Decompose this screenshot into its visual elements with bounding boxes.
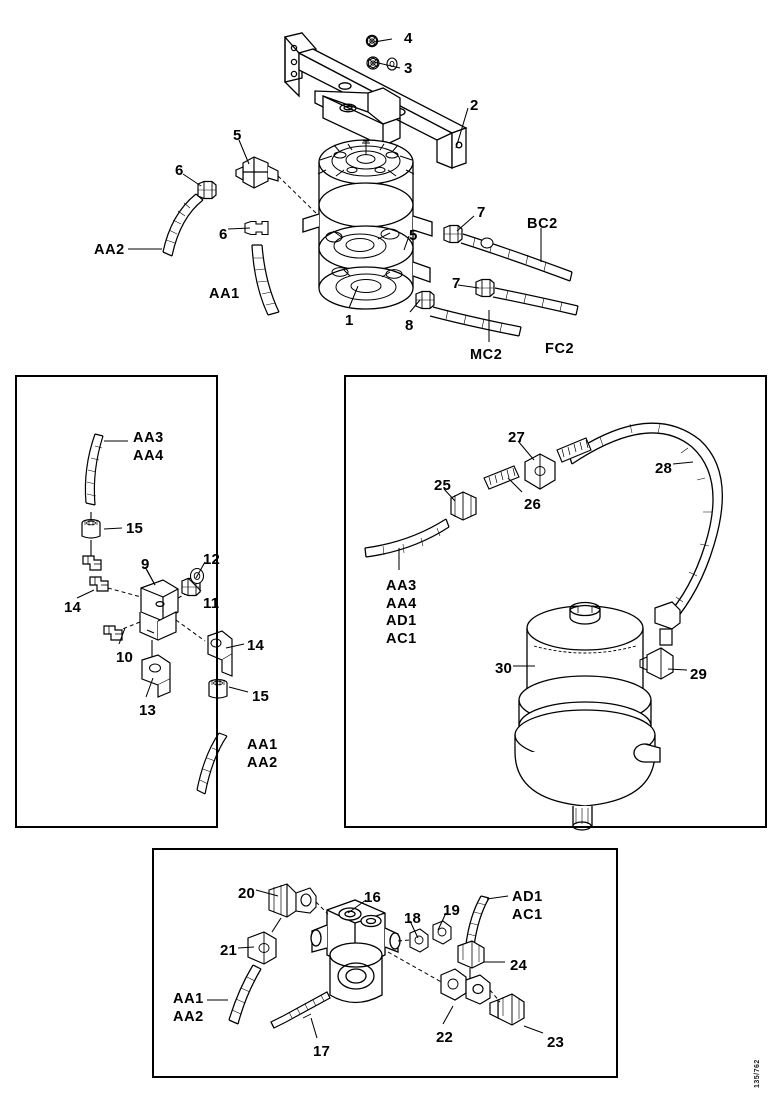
callout-r27: 27 xyxy=(508,429,526,446)
callout-b18: 18 xyxy=(404,910,422,927)
callout-c8: 8 xyxy=(405,317,414,334)
panel-left-frame xyxy=(15,375,218,828)
callout-c5b: 5 xyxy=(409,227,418,244)
callout-p9: 9 xyxy=(141,556,150,573)
callout-c7b: 7 xyxy=(452,275,461,292)
panel-bottom-frame xyxy=(152,848,618,1078)
callout-p12: 12 xyxy=(203,551,221,568)
hose-fc2 xyxy=(492,287,579,316)
callout-c5: 5 xyxy=(233,127,242,144)
hose-code-bc2: BC2 xyxy=(527,216,558,232)
callout-b20: 20 xyxy=(238,885,256,902)
callout-p10: 10 xyxy=(116,649,134,666)
callout-b23: 23 xyxy=(547,1034,565,1051)
mounting-bracket-part2 xyxy=(283,32,468,169)
fitting-6-center xyxy=(244,220,269,236)
callout-c3: 3 xyxy=(404,60,413,77)
tee-fitting-5 xyxy=(235,156,279,189)
callout-p15a: 15 xyxy=(126,520,144,537)
callout-p14b: 14 xyxy=(247,637,265,654)
callout-c7a: 7 xyxy=(477,204,486,221)
hose-code-mc2: MC2 xyxy=(470,347,503,363)
leader-c4 xyxy=(373,38,393,43)
leader-c6a xyxy=(182,173,202,187)
callout-r28: 28 xyxy=(655,460,673,477)
valve-body-part1 xyxy=(302,139,433,310)
callout-p13: 13 xyxy=(139,702,157,719)
callout-p14a: 14 xyxy=(64,599,82,616)
fitting-7-lower xyxy=(475,278,495,298)
callout-b19: 19 xyxy=(443,902,461,919)
callout-c6b: 6 xyxy=(219,226,228,243)
leader-p15b xyxy=(228,686,249,693)
fitting-7-upper xyxy=(443,224,463,244)
callout-c2: 2 xyxy=(470,97,479,114)
hose-mc2 xyxy=(429,306,522,337)
fitting-8 xyxy=(415,290,435,310)
callout-b16: 16 xyxy=(364,889,382,906)
callout-c6a: 6 xyxy=(175,162,184,179)
hose-code-fc2: FC2 xyxy=(545,341,575,357)
hose-aa2 xyxy=(162,193,204,257)
hose-code-aa1: AA1 xyxy=(209,286,240,302)
hose-bc2 xyxy=(460,233,573,282)
callout-r26: 26 xyxy=(524,496,542,513)
callout-b24: 24 xyxy=(510,957,528,974)
callout-b17: 17 xyxy=(313,1043,331,1060)
panel-right-frame xyxy=(344,375,767,828)
leader-c2 xyxy=(455,107,469,149)
hose-code-aa2: AA2 xyxy=(94,242,125,258)
leader-c7b xyxy=(457,284,480,289)
callout-c4: 4 xyxy=(404,30,413,47)
leader-p14b xyxy=(225,643,245,649)
callout-b21: 21 xyxy=(220,942,238,959)
callout-r29: 29 xyxy=(690,666,708,683)
drawing-number-watermark: 135/762 xyxy=(754,1059,761,1088)
hose-aa1 xyxy=(251,244,280,316)
callout-p11: 11 xyxy=(203,595,220,612)
fitting-6-left xyxy=(197,180,217,200)
callout-r25: 25 xyxy=(434,477,452,494)
bolt-part4 xyxy=(365,34,379,48)
leader-c8 xyxy=(409,299,421,313)
leader-c1 xyxy=(348,285,359,309)
coupling-bc2 xyxy=(480,237,494,249)
callout-c1: 1 xyxy=(345,312,354,329)
leader-c7a xyxy=(456,215,475,232)
callout-r30: 30 xyxy=(495,660,513,677)
leader-c6b xyxy=(227,227,251,230)
washer-part3 xyxy=(366,56,398,71)
callout-b22: 22 xyxy=(436,1029,454,1046)
leader-c3 xyxy=(373,61,401,69)
callout-p15b: 15 xyxy=(252,688,270,705)
